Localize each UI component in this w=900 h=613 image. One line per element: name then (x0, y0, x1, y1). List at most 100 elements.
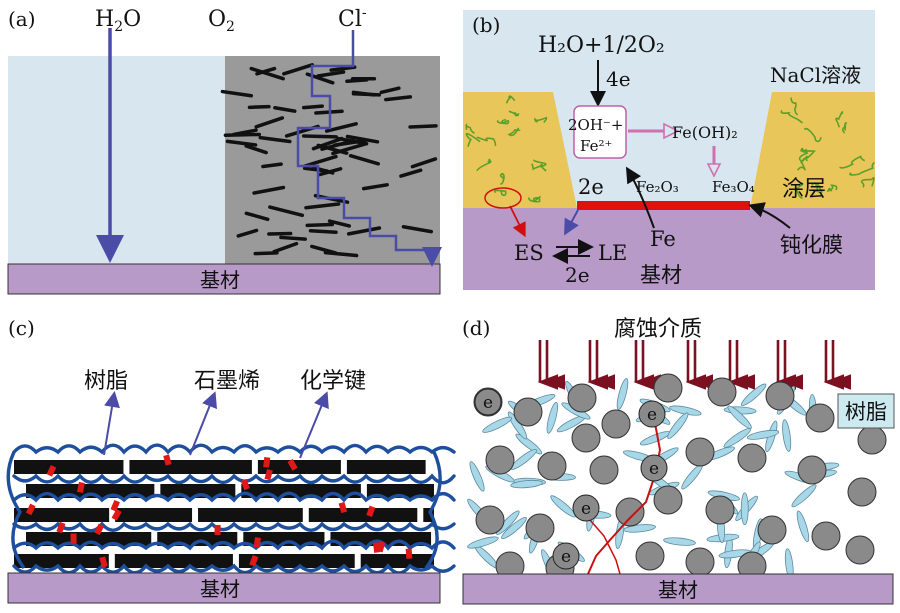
particle (571, 423, 601, 453)
electron-path-branch (589, 519, 621, 575)
graphene-flake (616, 378, 629, 410)
fe2o3-label: Fe₂O₃ (636, 178, 679, 196)
chemical-bond (405, 548, 413, 559)
graphene-flake (740, 383, 767, 407)
polymer-fiber (506, 95, 516, 104)
chemical-bond (263, 457, 271, 468)
electron-label: e (561, 547, 571, 567)
polymer-fiber (780, 109, 804, 124)
ion-box (573, 105, 627, 159)
panel-b: (b) H₂O+1/2O₂ 4e NaCl溶液 2OH⁻+ Fe²⁺ Fe(OH… (463, 10, 875, 290)
graphene-flake (244, 144, 268, 155)
graphene-flake (301, 134, 338, 139)
resin-chain (12, 491, 456, 503)
graphene-sheet (129, 460, 252, 474)
fe-label: Fe (650, 227, 676, 251)
cl-label: Cl- (338, 5, 367, 32)
graphene-flake (399, 168, 423, 178)
graphene-flake (469, 461, 485, 492)
panel-a: (a) H2O O2 Cl- 基材 (7, 5, 442, 295)
arrow-to-feoh2-head (663, 122, 680, 140)
resin-pointer (103, 391, 120, 456)
particle (685, 437, 715, 467)
graphene-flake (746, 429, 780, 440)
graphene-flake (727, 405, 752, 429)
graphene-flake (305, 222, 335, 228)
polymer-fiber (849, 161, 875, 176)
graphene-flake (303, 154, 338, 168)
polymer-fiber (790, 97, 798, 116)
polymer-fiber (465, 132, 481, 147)
graphene-sheet (238, 554, 355, 568)
particles (473, 373, 887, 583)
polymer-fiber (496, 118, 510, 125)
panel-d-label: (d) (462, 316, 490, 340)
graphene-sheet (198, 508, 303, 522)
graphene-flake (510, 479, 543, 489)
particle (525, 513, 555, 543)
particle (811, 521, 841, 551)
graphene-flake (467, 536, 499, 549)
graphene-flake (282, 63, 315, 76)
graphene-sheet (26, 532, 152, 546)
graphene-sheet (346, 460, 426, 474)
graphene-flake (272, 241, 299, 254)
electron-particle (552, 542, 580, 570)
graphene-flake (327, 219, 352, 228)
electrons-2e-bottom: 2e (565, 263, 590, 287)
polymer-fiber (860, 176, 875, 188)
particle (601, 409, 631, 439)
bond-pointer (299, 391, 329, 459)
particle (653, 485, 683, 515)
chemical-bond (366, 505, 376, 518)
graphene-flake (740, 492, 749, 526)
particle (635, 541, 665, 571)
panel-c: (c) 树脂 石墨烯 化学键 基材 (6, 316, 456, 604)
resin-chain (6, 451, 26, 570)
polymer-fiber (527, 195, 542, 203)
chemical-bond (240, 478, 250, 491)
particle (757, 515, 787, 545)
graphene-flake (501, 517, 527, 540)
graphene-sheet (14, 460, 124, 474)
passive-film-arrow (748, 202, 791, 229)
electron-particle (640, 454, 668, 482)
coating-left (463, 92, 577, 208)
graphene-sheet (257, 460, 341, 474)
graphene-flake (410, 157, 438, 169)
graphene-flake (550, 495, 576, 518)
particle (765, 381, 795, 411)
graphene-flake (308, 228, 338, 235)
h2o-label: H2O (95, 7, 141, 35)
graphene-flake (273, 105, 297, 113)
electron-particle (572, 494, 600, 522)
graphene-sheet (114, 554, 233, 568)
electron-label: e (647, 405, 657, 425)
polymer-fiber (795, 183, 804, 199)
polymer-fiber (839, 155, 865, 169)
resin-label: 树脂 (84, 369, 128, 394)
electron-label: e (649, 459, 659, 479)
particle (567, 383, 597, 413)
particle (805, 403, 835, 433)
es-label: ES (514, 241, 544, 265)
particle (707, 377, 737, 407)
chemical-bond (214, 524, 221, 535)
particle (537, 451, 567, 481)
chemical-bond (111, 509, 122, 521)
graphene-flake (223, 132, 262, 137)
graphene-flake (496, 510, 520, 535)
graphene-sheet (14, 508, 110, 522)
graphene-flake (401, 225, 434, 234)
polymer-fiber (465, 123, 475, 134)
graphene-flake (482, 416, 513, 433)
graphene-flake (345, 78, 369, 83)
electron-label: e (581, 499, 591, 519)
particle (513, 397, 543, 427)
o2-label: O2 (208, 7, 235, 35)
graphene-flake (258, 135, 292, 144)
resin-chain (12, 521, 456, 533)
electron-particle (474, 388, 502, 416)
feoh2-label: Fe(OH)₂ (672, 123, 738, 142)
